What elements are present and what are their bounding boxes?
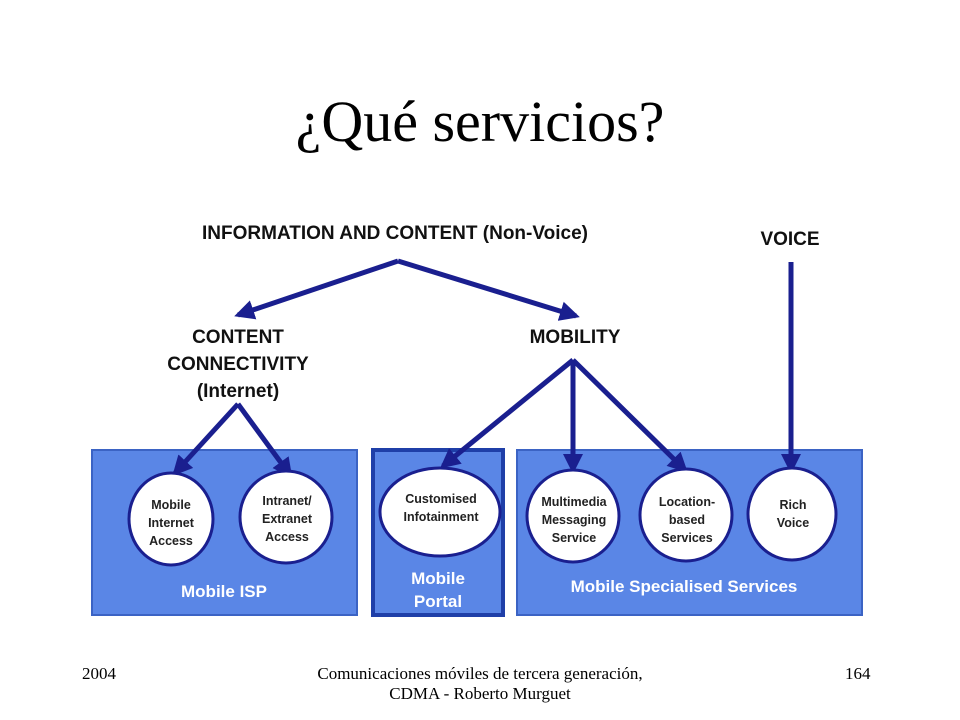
service-text: Multimedia — [541, 495, 607, 509]
footer-year: 2004 — [82, 664, 116, 683]
arrow-to-location — [571, 358, 688, 473]
arrow-to-customised — [439, 358, 575, 469]
top-label: INFORMATION AND CONTENT (Non-Voice) — [202, 223, 588, 244]
arrow-to-mobility — [397, 258, 580, 321]
service-text: Access — [149, 534, 193, 548]
service-text: Messaging — [542, 513, 607, 527]
service-text: Mobile — [151, 498, 191, 512]
voice-label: VOICE — [760, 229, 819, 250]
arrow-to-connectivity — [234, 258, 399, 320]
arrow-to-mobile-internet — [172, 402, 240, 476]
service-text: based — [669, 513, 705, 527]
service-circle-intranet — [238, 469, 334, 565]
service-circle-multimedia — [525, 468, 621, 564]
connectivity-label-line2: CONNECTIVITY — [167, 354, 309, 375]
mobile-portal-label-line2: Portal — [414, 592, 462, 611]
service-text: Location- — [659, 495, 715, 509]
connectivity-label-line3: (Internet) — [197, 381, 279, 402]
service-text: Services — [661, 531, 712, 545]
service-text: Extranet — [262, 512, 313, 526]
service-circle-customised — [378, 466, 502, 558]
footer-page-number: 164 — [845, 664, 871, 683]
mobility-label: MOBILITY — [530, 327, 621, 348]
service-circle-location — [638, 467, 734, 563]
mobile-portal-label-line1: Mobile — [411, 569, 465, 588]
service-text: Internet — [148, 516, 195, 530]
service-text: Service — [552, 531, 597, 545]
service-circle-mobile-internet — [127, 471, 215, 567]
mobile-specialised-label: Mobile Specialised Services — [571, 577, 798, 596]
service-text: Customised — [405, 492, 477, 506]
footer-course: Comunicaciones móviles de tercera genera… — [317, 664, 643, 703]
slide-title: ¿Qué servicios? — [295, 89, 665, 154]
service-text: Access — [265, 530, 309, 544]
service-text: Intranet/ — [262, 494, 312, 508]
service-circle-rich-voice — [746, 466, 838, 562]
mobile-isp-label: Mobile ISP — [181, 582, 267, 601]
connectivity-label-line1: CONTENT — [192, 327, 284, 348]
service-text: Voice — [777, 516, 809, 530]
service-text: Rich — [779, 498, 806, 512]
arrow-to-intranet — [235, 402, 293, 479]
service-text: Infotainment — [404, 510, 480, 524]
